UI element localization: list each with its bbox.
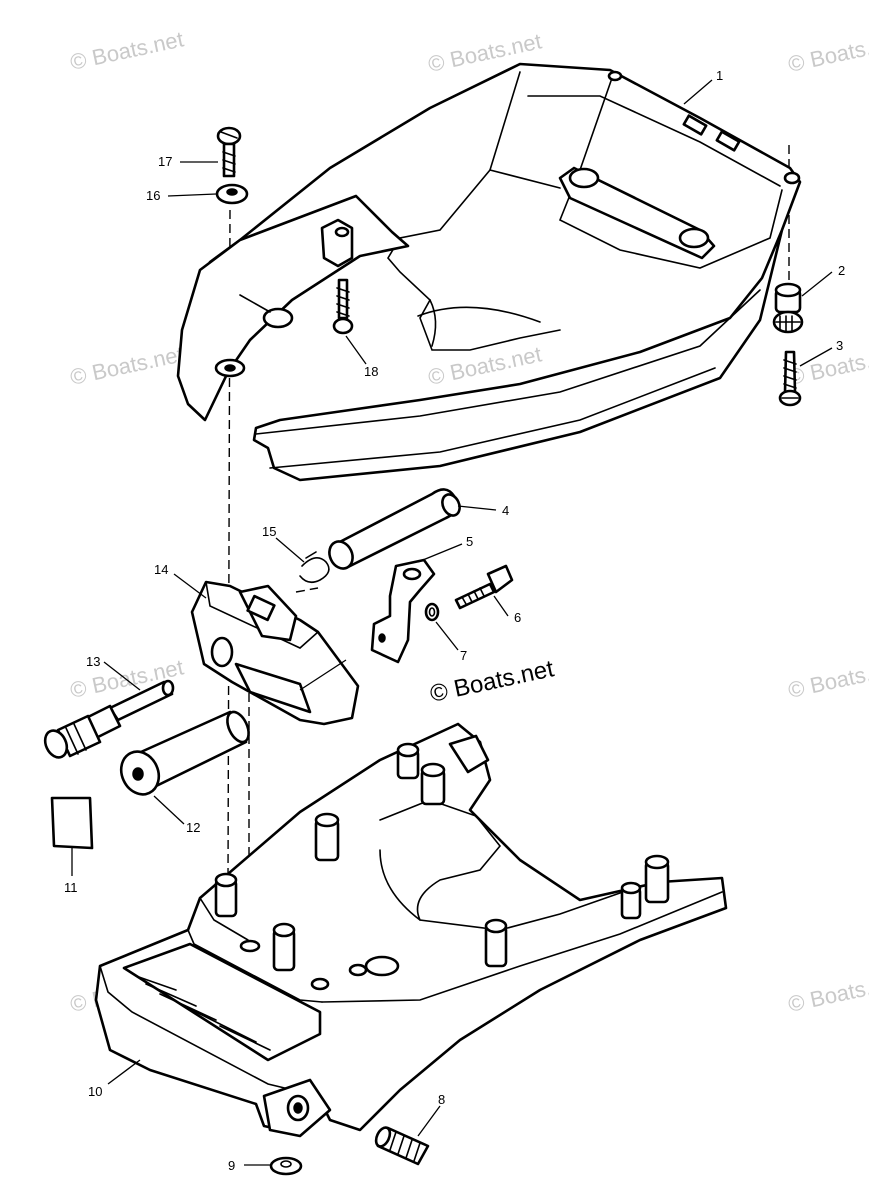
part-18-clip-screw[interactable]	[320, 218, 354, 335]
watermark: © Boats.net	[786, 28, 869, 76]
callout-6: 6	[514, 610, 521, 625]
callout-16: 16	[146, 188, 160, 203]
part-6-bolt[interactable]	[454, 564, 514, 610]
part-16-washer[interactable]	[215, 183, 249, 205]
callout-3: 3	[836, 338, 843, 353]
leader-lines	[71, 79, 833, 1166]
part-7-washer[interactable]	[424, 602, 440, 622]
callout-7: 7	[460, 648, 467, 663]
part-8-bushing[interactable]	[373, 1125, 430, 1166]
part-3-screw[interactable]	[778, 350, 802, 407]
watermark-main: © Boats.net	[428, 655, 557, 708]
callout-5: 5	[466, 534, 473, 549]
callout-9: 9	[228, 1158, 235, 1173]
part-9-washer[interactable]	[269, 1156, 303, 1176]
part-5-bracket[interactable]	[370, 558, 436, 664]
part-17-screw[interactable]	[216, 126, 242, 178]
callout-18: 18	[364, 364, 378, 379]
watermark: © Boats.net	[786, 654, 869, 702]
callout-10: 10	[88, 1084, 102, 1099]
part-10-lower-cover[interactable]	[94, 722, 728, 1138]
callout-8: 8	[438, 1092, 445, 1107]
part-11-decal[interactable]	[50, 796, 94, 850]
callout-13: 13	[86, 654, 100, 669]
part-15-clip[interactable]	[299, 551, 330, 584]
part-12-plug[interactable]	[114, 709, 253, 801]
callout-4: 4	[502, 503, 509, 518]
watermark: © Boats.net	[786, 341, 869, 389]
callout-11: 11	[64, 880, 78, 895]
callout-14: 14	[154, 562, 168, 577]
callout-15: 15	[262, 524, 276, 539]
part-4-hose[interactable]	[325, 488, 463, 572]
watermark: © Boats.net	[68, 341, 186, 389]
watermark: © Boats.net	[68, 26, 186, 74]
part-13-connector[interactable]	[41, 679, 175, 761]
watermark: © Boats.net	[786, 968, 869, 1016]
callout-numbers: 1 2 3 4 5 6 7 8 9 10 11 12 13 14 15 16 1…	[64, 68, 845, 1173]
callout-12: 12	[186, 820, 200, 835]
callout-1: 1	[716, 68, 723, 83]
part-14-block[interactable]	[190, 580, 360, 726]
part-2-knob[interactable]	[772, 282, 804, 334]
callout-17: 17	[158, 154, 172, 169]
part-1-motor-cover[interactable]	[176, 62, 802, 482]
callout-2: 2	[838, 263, 845, 278]
